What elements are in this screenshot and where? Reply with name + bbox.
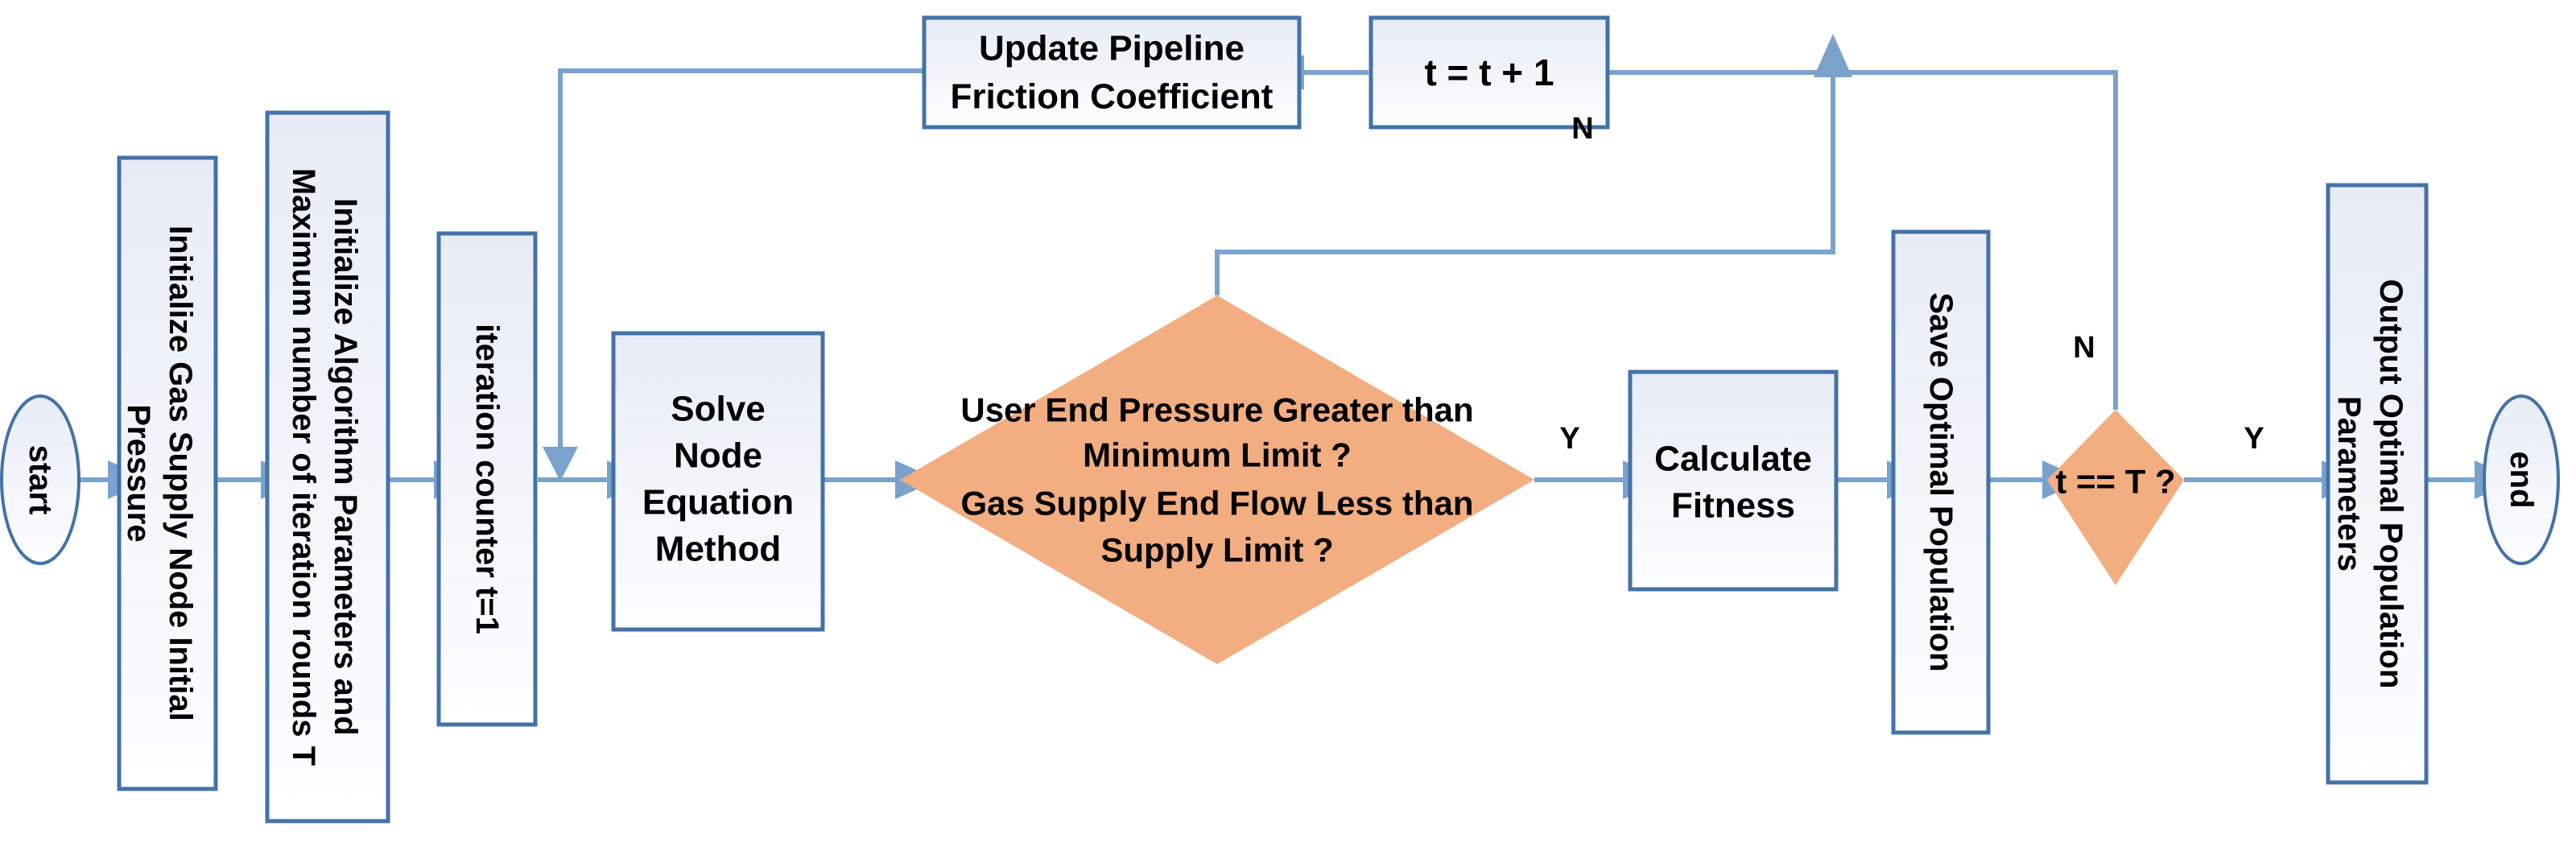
node-init-pressure-label-line-1: Pressure (121, 404, 156, 542)
node-update-friction-label-line-1: Friction Coefficient (951, 77, 1274, 117)
node-solve-node-label-line-3: Method (655, 530, 781, 569)
node-pressure-check-label-line-3: Supply Limit ? (1100, 531, 1333, 569)
node-output-params-label-line-0: Output Optimal Population (2373, 279, 2409, 689)
node-t-equals-t-label-line-0: t == T ? (2055, 463, 2175, 501)
node-output-params[interactable]: Output Optimal Population Parameters (2326, 183, 2429, 785)
node-init-pressure-label-line-0: Initialize Gas Supply Node Initial (163, 225, 198, 721)
node-solve-node-label-line-1: Node (674, 436, 762, 476)
node-pressure-check-label-line-0: User End Pressure Greater than (960, 391, 1473, 429)
edge-update-friction-to-solve-node (558, 68, 926, 447)
edge-label-n-t-equals-t: N (2073, 331, 2095, 365)
edge-label-y-t-equals-t: Y (2244, 422, 2264, 456)
edge-pressure-check-no-to-increment-t (1215, 34, 1852, 295)
node-init-params-label-line-1: Maximum number of iteration rounds T (286, 168, 321, 766)
edge-label-y-pressure-check: Y (1559, 422, 1579, 456)
edge-label-n-pressure-check: N (1571, 112, 1593, 146)
node-init-pressure[interactable]: Initialize Gas Supply Node Initial Press… (117, 155, 218, 791)
node-t-equals-t[interactable]: t == T ? (2047, 410, 2184, 585)
node-start[interactable]: start (0, 394, 80, 565)
node-pressure-check-label-line-1: Minimum Limit ? (1083, 436, 1352, 474)
node-init-params-label-line-0: Initialize Algorithm Parameters and (328, 198, 363, 736)
node-end-label: end (2504, 451, 2539, 508)
arrowhead-down-into-flow (543, 447, 578, 481)
node-calc-fitness[interactable]: Calculate Fitness (1628, 370, 1839, 592)
node-update-friction[interactable]: Update Pipeline Friction Coefficient (922, 15, 1302, 130)
node-end[interactable]: end (2483, 394, 2560, 565)
node-pressure-check[interactable]: User End Pressure Greater than Minimum L… (900, 295, 1534, 664)
node-iter-counter[interactable]: iteration counter t=1 (436, 231, 538, 727)
node-solve-node-label-line-0: Solve (671, 390, 765, 429)
node-start-label: start (23, 445, 58, 515)
node-save-population-label-line-0: Save Optimal Population (1923, 292, 1959, 671)
node-calc-fitness-label-line-1: Fitness (1671, 486, 1795, 526)
node-init-params[interactable]: Initialize Algorithm Parameters and Maxi… (265, 110, 390, 824)
edge-t-equals-t-no-to-top-rail (1833, 70, 2118, 410)
node-pressure-check-label-line-2: Gas Supply End Flow Less than (960, 485, 1473, 522)
node-solve-node[interactable]: Solve Node Equation Method (611, 331, 825, 632)
node-iter-counter-label-line-0: iteration counter t=1 (469, 324, 505, 634)
node-solve-node-label-line-2: Equation (642, 483, 794, 522)
node-calc-fitness-label-line-0: Calculate (1654, 440, 1812, 479)
node-output-params-label-line-1: Parameters (2331, 396, 2367, 572)
node-save-population[interactable]: Save Optimal Population (1891, 229, 1991, 735)
node-update-friction-label-line-0: Update Pipeline (979, 29, 1245, 68)
node-increment-t[interactable]: t = t + 1 (1368, 15, 1610, 130)
node-increment-t-label-line-0: t = t + 1 (1424, 52, 1554, 93)
